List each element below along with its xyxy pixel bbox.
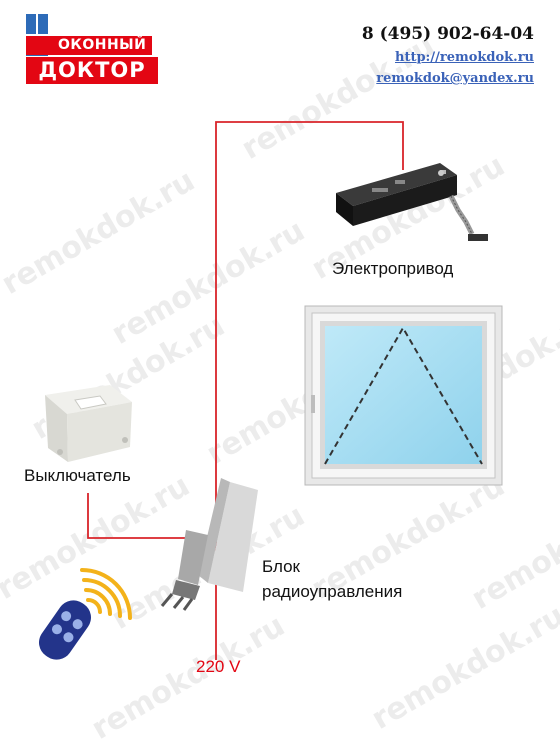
voltage-label: 220 V [196, 657, 241, 676]
actuator-label: Электропривод [332, 259, 454, 278]
phone-number: 8 (495) 902-64-04 [361, 24, 534, 44]
actuator-icon [336, 163, 488, 241]
radio-block-label-line2: радиоуправления [262, 582, 403, 601]
logo-line2: ДОКТОР [26, 57, 158, 84]
remote-control-icon [39, 600, 91, 660]
wire-main [215, 121, 404, 660]
site-link[interactable]: http://remokdok.ru [395, 50, 534, 65]
radio-block-icon [160, 478, 258, 611]
signal-waves-icon [80, 568, 132, 620]
diagram-canvas [39, 121, 503, 660]
logo-line1: ОКОННЫЙ [26, 36, 153, 55]
wire-switch [87, 493, 195, 539]
radio-block-label-line1: Блок [262, 557, 300, 576]
email-link[interactable]: remokdok@yandex.ru [376, 71, 534, 86]
switch-icon [45, 385, 132, 462]
switch-label: Выключатель [24, 466, 131, 485]
window-icon [304, 305, 503, 486]
